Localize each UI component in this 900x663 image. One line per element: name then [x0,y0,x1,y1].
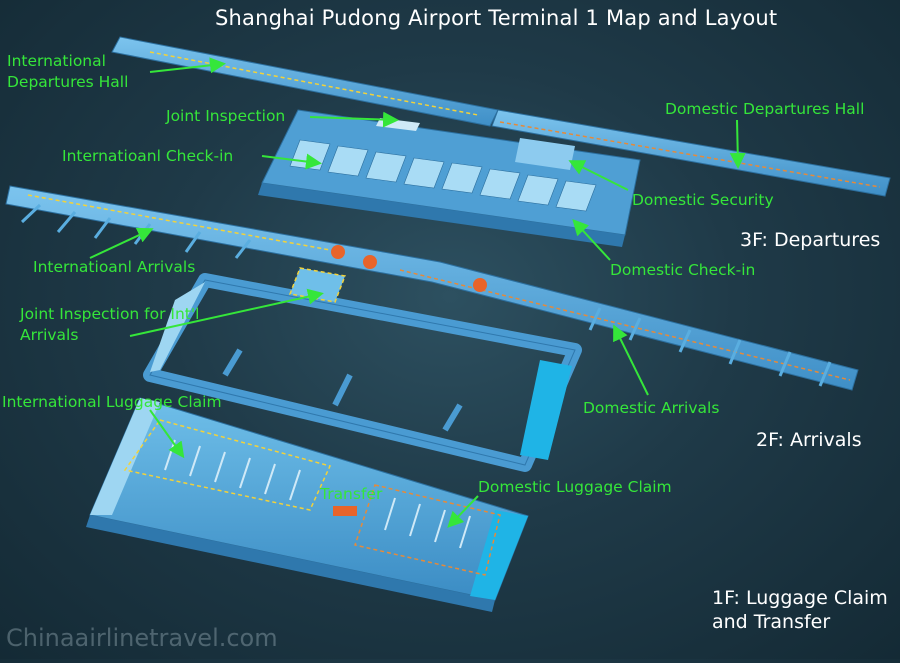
page-title: Shanghai Pudong Airport Terminal 1 Map a… [215,6,778,30]
floor-label-1f: 1F: Luggage Claim and Transfer [712,587,888,633]
callout-arrows [89,57,746,528]
label-domestic-arrivals: Domestic Arrivals [583,399,720,417]
label-intl-departures-hall: International Departures Hall [7,52,129,91]
arrivals-main-corridor [5,185,859,391]
floor-label-2f: 2F: Arrivals [756,429,862,451]
label-intl-luggage-claim: International Luggage Claim [2,393,222,411]
floor-3f-departures [111,36,891,247]
label-transfer: Transfer [320,485,383,503]
floor-2f-arrivals [5,185,859,472]
label-intl-arrivals: Internatioanl Arrivals [33,258,196,276]
label-domestic-departures-hall: Domestic Departures Hall [665,100,865,118]
floor-1f-luggage-claim [86,397,529,612]
domestic-departures-hall-strip [491,109,891,197]
label-joint-inspection-intl-arrivals: Joint Inspection for Int'l Arrivals [20,305,200,344]
label-domestic-luggage-claim: Domestic Luggage Claim [478,478,672,496]
label-domestic-checkin: Domestic Check-in [610,261,756,279]
watermark: Chinaairlinetravel.com [6,624,278,652]
floor-label-3f: 3F: Departures [740,229,881,251]
label-joint-inspection: Joint Inspection [166,107,286,125]
label-domestic-security: Domestic Security [632,191,774,209]
label-intl-checkin: Internatioanl Check-in [62,147,234,165]
